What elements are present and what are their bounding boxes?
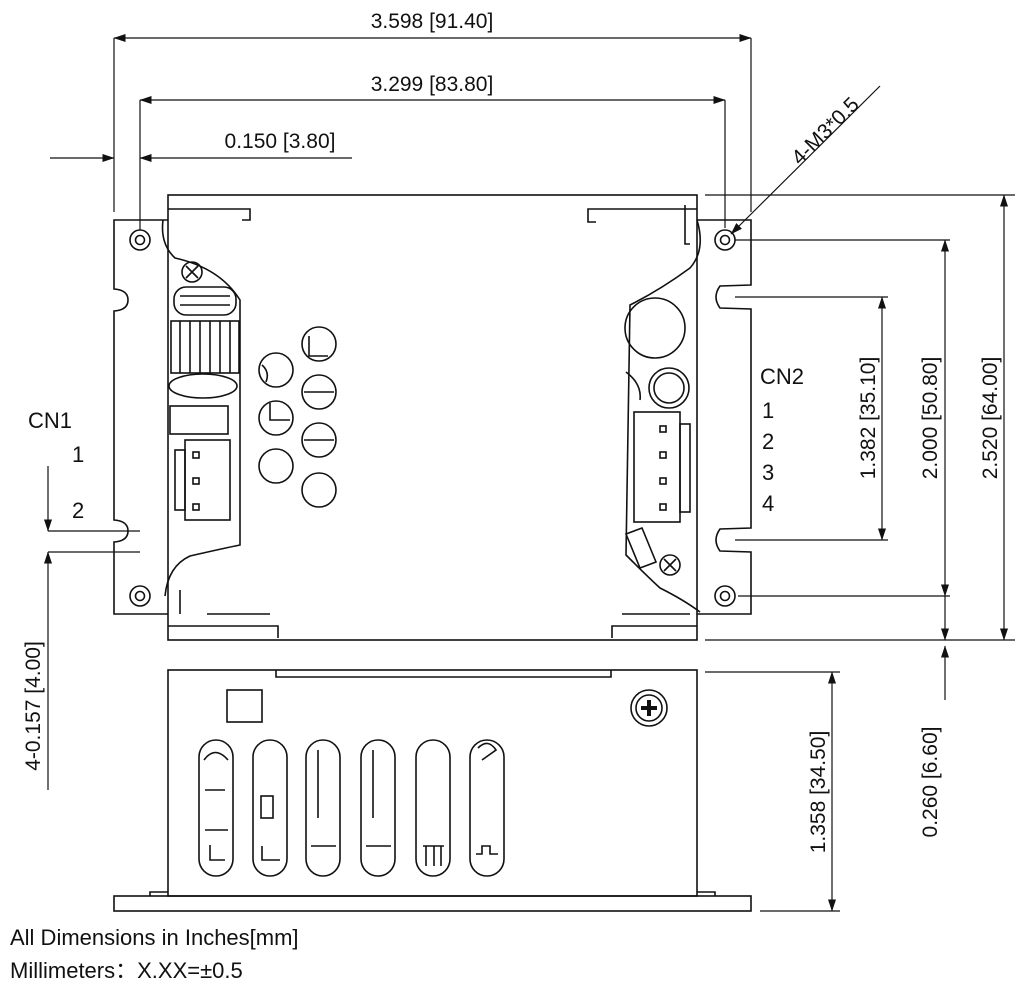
hole-spacing-width-label: 3.299 [83.80] — [371, 73, 494, 96]
tolerance-note: Millimeters：X.XX=±0.5 — [10, 958, 243, 983]
notes: All Dimensions in Inches[mm] Millimeters… — [10, 925, 299, 983]
cn1-pin: 2 — [72, 498, 84, 523]
capacitor-array — [258, 326, 337, 508]
cn2-pin: 1 — [762, 398, 774, 423]
flange-height-label: 0.260 [6.60] — [919, 727, 942, 838]
cn2-pin: 3 — [762, 460, 774, 485]
mounting-hole-icon — [129, 229, 151, 251]
overall-width-label: 3.598 [91.40] — [371, 10, 494, 33]
right-components — [624, 297, 691, 576]
dimension-lines — [44, 34, 1015, 912]
cn2-pin: 2 — [762, 429, 774, 454]
hole-diameter-label: 4-0.157 [4.00] — [22, 641, 45, 771]
hole-spacing-height-label: 2.000 [50.80] — [919, 357, 942, 480]
cn1-label: CN1 — [28, 408, 72, 433]
ventilation-slots — [198, 739, 505, 877]
side-height-label: 1.358 [34.50] — [807, 731, 830, 854]
mounting-hole-icon — [714, 585, 736, 607]
cn2-connector — [633, 411, 681, 523]
ground-screw-icon — [630, 689, 668, 727]
cn1-connector — [184, 439, 231, 521]
dimension-labels: 3.598 [91.40] 3.299 [83.80] 0.150 [3.80]… — [22, 10, 1002, 853]
top-view-outline — [113, 194, 752, 641]
cn2-label: CN2 — [760, 364, 804, 389]
hole-edge-offset-label: 0.150 [3.80] — [225, 130, 336, 153]
mounting-hole-icon — [129, 585, 151, 607]
left-components — [168, 261, 240, 521]
units-note: All Dimensions in Inches[mm] — [10, 925, 299, 950]
slot-spacing-label: 1.382 [35.10] — [857, 357, 880, 480]
cn1-pin: 1 — [72, 442, 84, 467]
cn2-pin: 4 — [762, 491, 774, 516]
side-view-outline — [113, 669, 752, 912]
thread-callout-label: 4-M3*0.5 — [787, 93, 864, 170]
connector-labels: CN1 1 2 CN2 1 2 3 4 — [28, 364, 804, 523]
overall-height-label: 2.520 [64.00] — [979, 357, 1002, 480]
